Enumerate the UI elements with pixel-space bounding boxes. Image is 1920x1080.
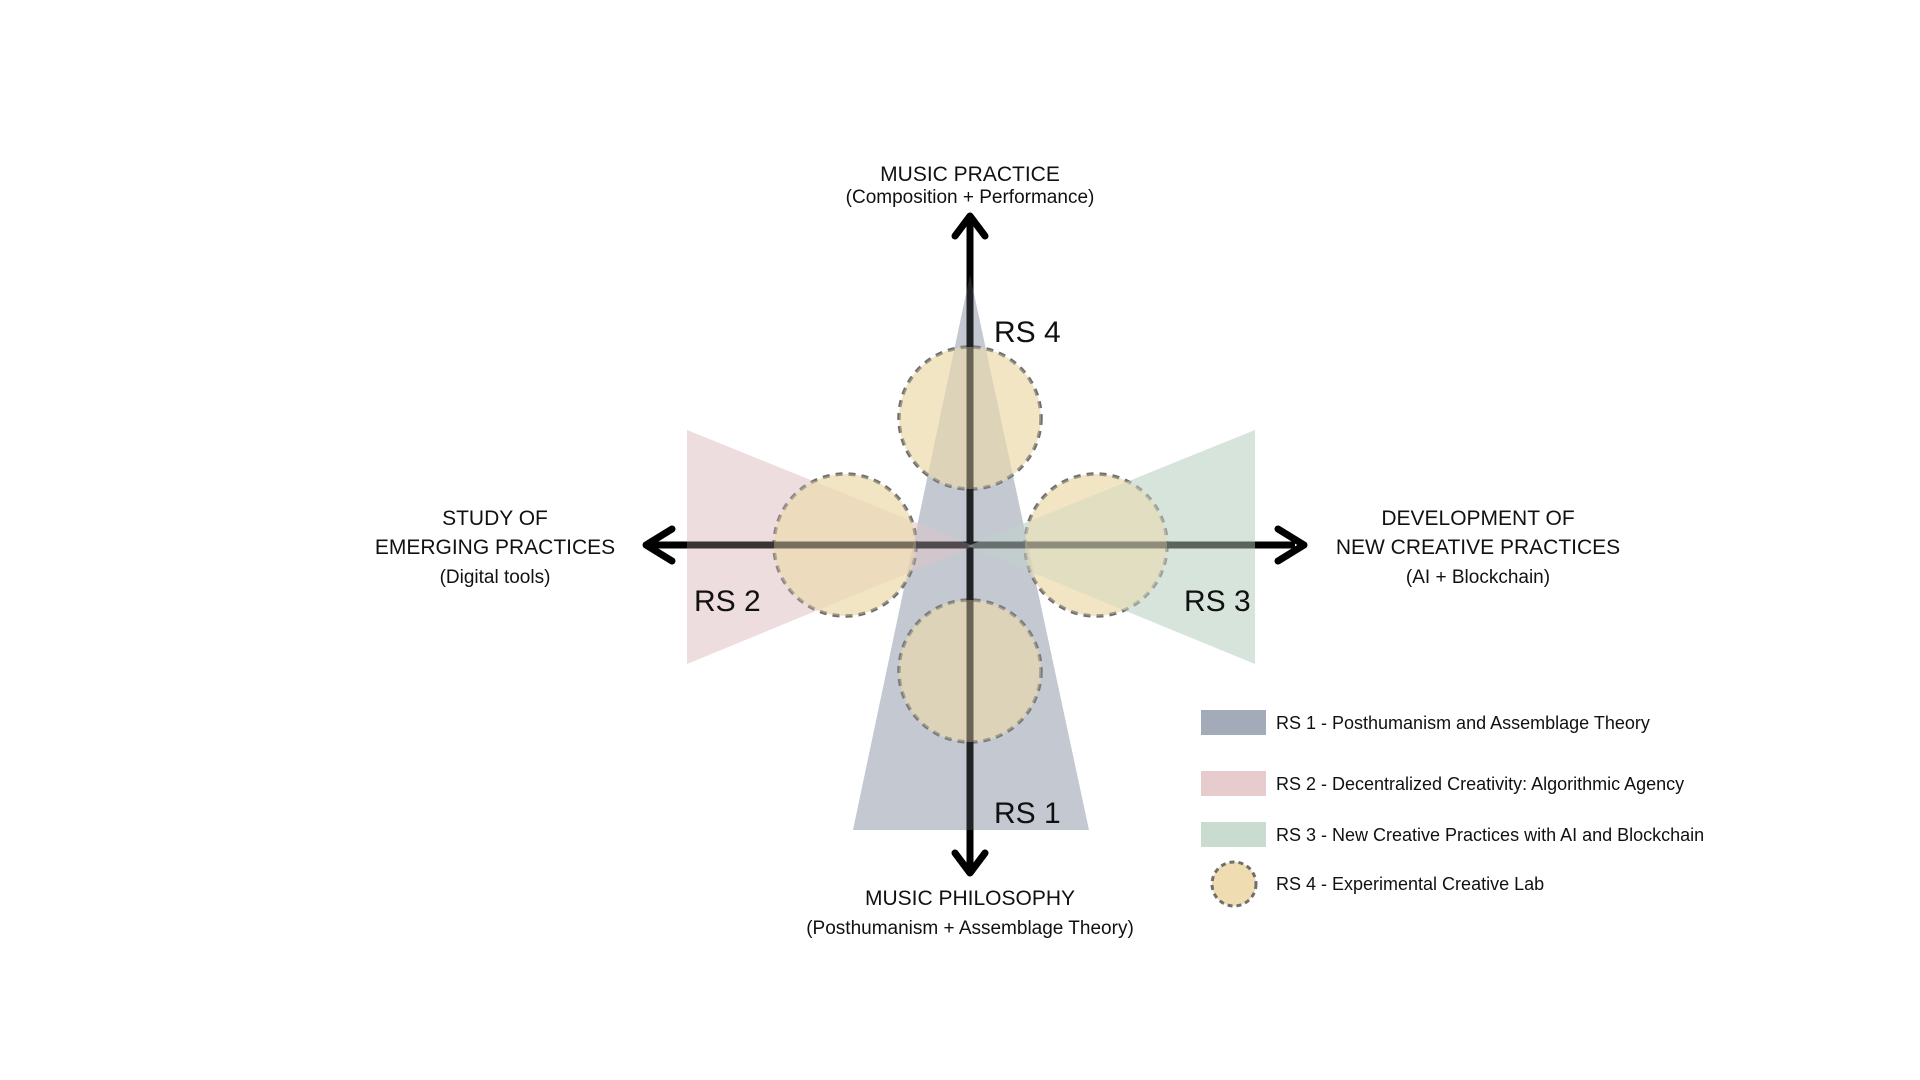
rs4-circle-top-overlay [899, 347, 1041, 489]
top-axis-subtitle: (Composition + Performance) [846, 187, 1095, 208]
legend-label-rs4: RS 4 - Experimental Creative Lab [1276, 874, 1544, 894]
right-axis-subtitle: (AI + Blockchain) [1406, 567, 1550, 588]
rs4-circle-right-overlay [1025, 474, 1167, 616]
legend-swatch-rs4 [1210, 860, 1258, 908]
legend-label-rs3: RS 3 - New Creative Practices with AI an… [1276, 825, 1704, 845]
left-arrowhead [642, 525, 676, 565]
rs1-trapezoid-overlay [853, 275, 1089, 830]
left-axis-title-line1: STUDY OF [442, 507, 548, 530]
region-overlay [687, 275, 1255, 830]
left-axis-title-line2: EMERGING PRACTICES [375, 536, 615, 559]
top-arrowhead [951, 212, 989, 240]
right-axis-title-line2: NEW CREATIVE PRACTICES [1336, 536, 1620, 559]
rs1-label: RS 1 [994, 797, 1061, 830]
bottom-axis-title: MUSIC PHILOSOPHY [865, 887, 1075, 910]
legend-swatch-rs2 [1201, 771, 1266, 796]
top-axis-title: MUSIC PRACTICE [880, 163, 1060, 186]
rs4-circle-left-overlay [774, 474, 916, 616]
legend-label-rs1: RS 1 - Posthumanism and Assemblage Theor… [1276, 713, 1650, 733]
rs3-label: RS 3 [1184, 585, 1251, 618]
rs3-wedge-overlay [968, 430, 1255, 664]
rs4-label: RS 4 [994, 316, 1061, 349]
left-axis-subtitle: (Digital tools) [440, 567, 551, 588]
bottom-axis-subtitle: (Posthumanism + Assemblage Theory) [806, 918, 1134, 939]
legend: RS 1 - Posthumanism and Assemblage Theor… [1201, 710, 1704, 908]
legend-swatch-rs3 [1201, 822, 1266, 847]
rs2-label: RS 2 [694, 585, 761, 618]
rs2-wedge-overlay [687, 430, 974, 664]
bottom-arrowhead [951, 849, 989, 877]
legend-swatch-rs1 [1201, 710, 1266, 735]
right-arrowhead [1274, 525, 1308, 565]
rs-labels: RS 4 RS 2 RS 3 RS 1 [694, 316, 1251, 830]
legend-label-rs2: RS 2 - Decentralized Creativity: Algorit… [1276, 774, 1684, 794]
axes [642, 212, 1308, 877]
rs4-circle-bottom-overlay [899, 600, 1041, 742]
right-axis-title-line1: DEVELOPMENT OF [1381, 507, 1574, 530]
axis-labels: MUSIC PRACTICE (Composition + Performanc… [375, 163, 1620, 939]
